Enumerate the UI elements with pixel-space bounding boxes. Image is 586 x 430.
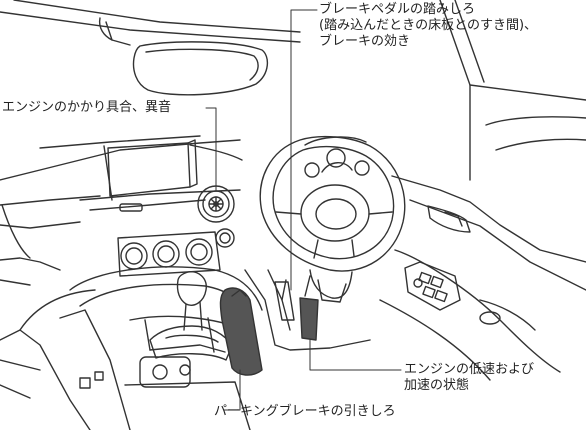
engine-callout-line-1: エンジンのかかり具合、異音 xyxy=(2,100,172,115)
brake-callout-line-3: ブレーキの効き xyxy=(319,34,411,49)
climate-control-panel xyxy=(117,231,221,277)
brake-callout-line-1: ブレーキペダルの踏みしろ xyxy=(319,2,476,17)
instrument-cluster xyxy=(304,136,370,178)
gear-shifter xyxy=(149,271,233,361)
callout-leaders xyxy=(205,9,402,411)
center-console xyxy=(0,266,263,430)
brake-pedal-callout: ブレーキペダルの踏みしろ (踏み込んだときの床板とのすき間)、 ブレーキの効き xyxy=(319,2,537,50)
steering-wheel xyxy=(259,135,406,272)
parking-brake-callout: パーキングブレーキの引きしろ xyxy=(214,404,396,420)
driver-door xyxy=(391,0,586,291)
passenger-door xyxy=(0,257,61,286)
door-lower-panel xyxy=(379,249,561,381)
infotainment-screen xyxy=(103,139,198,201)
rearview-mirror xyxy=(98,17,269,96)
brake-callout-line-2: (踏み込んだときの床板とのすき間)、 xyxy=(319,18,538,33)
low-speed-callout-line-2: 加速の状態 xyxy=(404,378,470,393)
engine-start-button xyxy=(215,228,235,248)
parking-brake-lever xyxy=(219,287,263,376)
brake-pedal xyxy=(274,279,295,321)
windshield-frame xyxy=(0,0,301,43)
parking-callout-line-1: パーキングブレーキの引きしろ xyxy=(214,404,396,419)
low-speed-callout: エンジンの低速および 加速の状態 xyxy=(404,362,534,394)
engine-callout: エンジンのかかり具合、異音 xyxy=(2,100,171,116)
steering-column xyxy=(309,269,353,303)
low-speed-callout-line-1: エンジンの低速および xyxy=(404,362,535,377)
center-air-vent xyxy=(197,185,235,223)
accelerator-pedal xyxy=(299,275,319,341)
